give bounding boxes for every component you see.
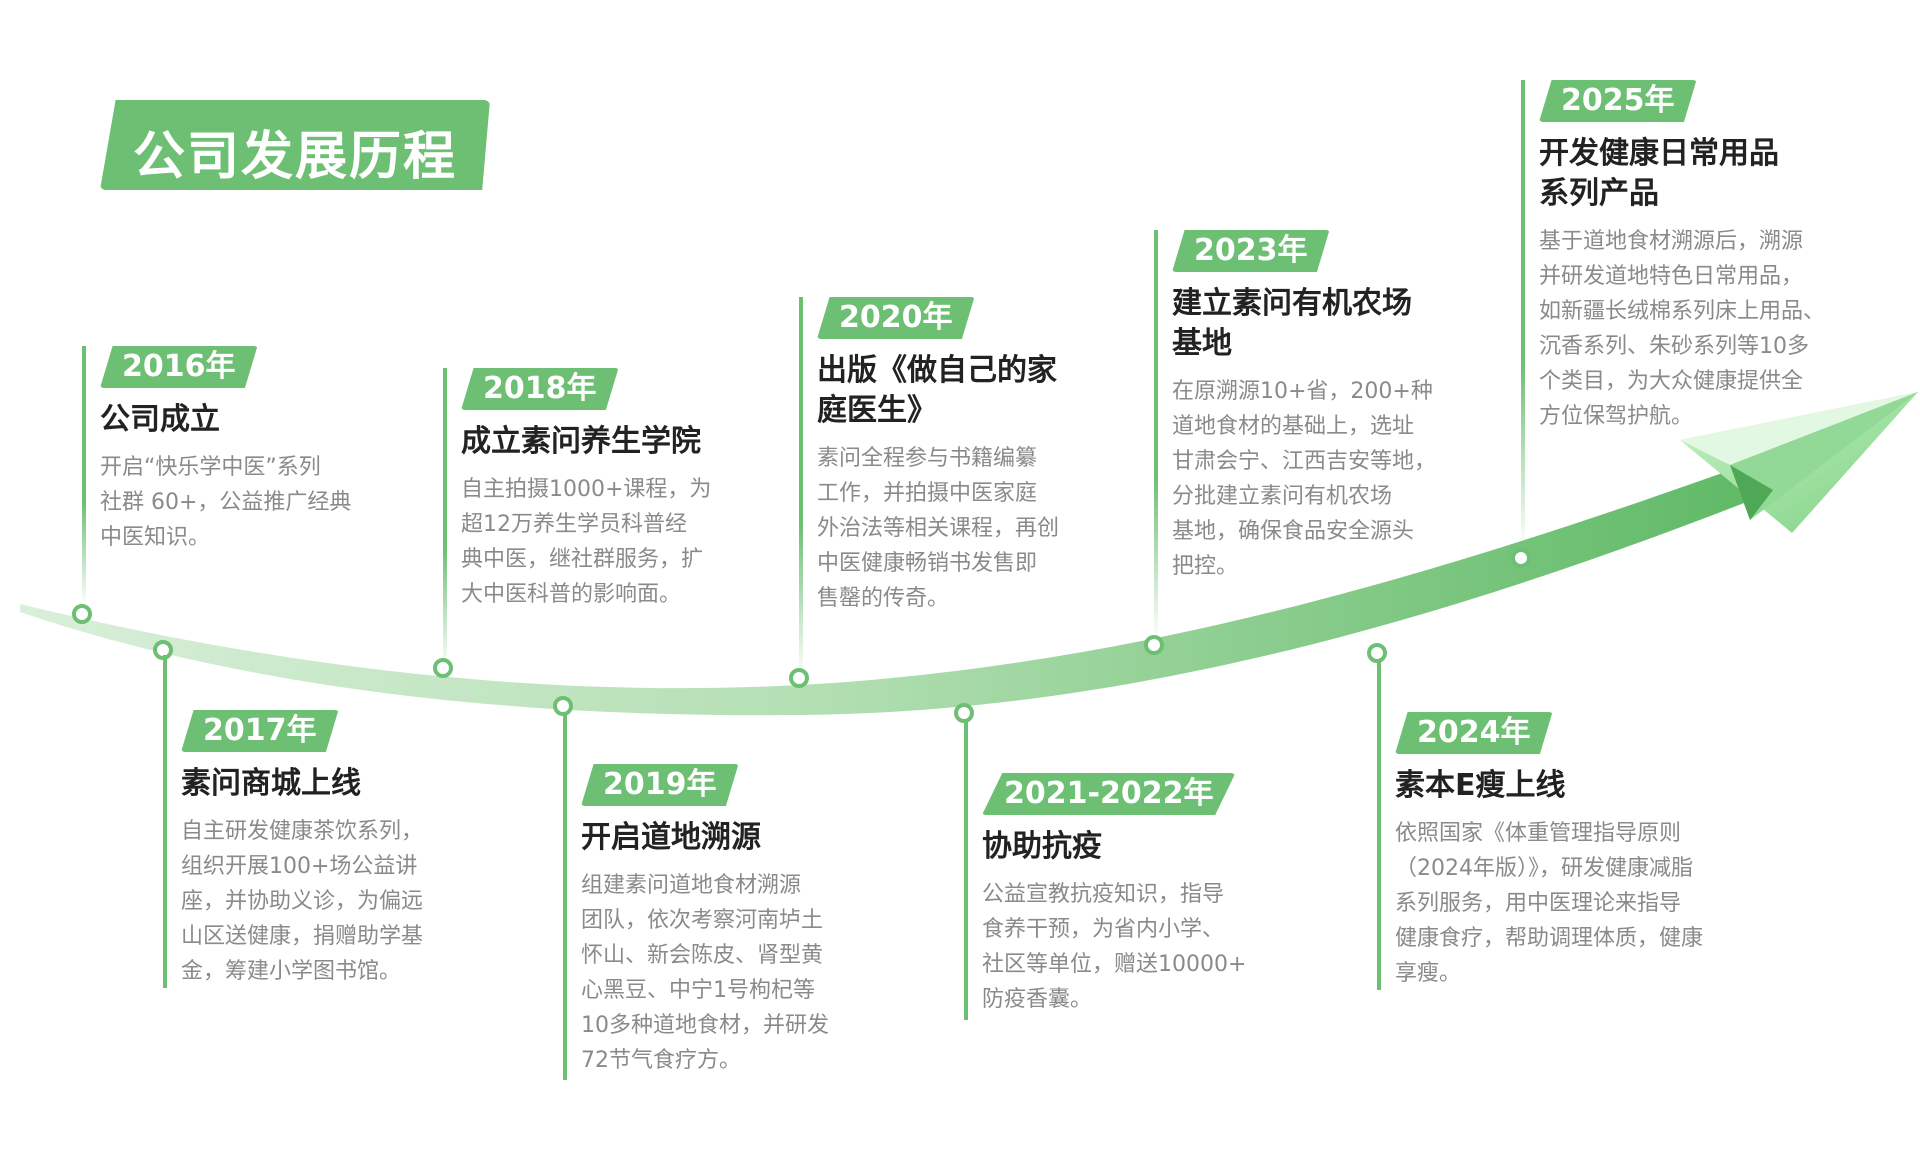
year-tag: 2017年	[181, 710, 339, 752]
milestone-title: 公司成立	[100, 402, 220, 437]
milestone-2024: 2024年 素本E瘦上线 依照国家《体重管理指导原则 （2024年版）》，研发健…	[1377, 660, 1703, 991]
milestone-title: 协助抗疫	[982, 829, 1102, 864]
milestone-description: 自主拍摄1000+课程，为 超12万养生学员科普经 典中医，继社群服务，扩 大中…	[461, 477, 712, 607]
paper-plane-icon	[1680, 392, 1918, 533]
milestone-description: 依照国家《体重管理指导原则 （2024年版）》，研发健康减脂 系列服务，用中医理…	[1395, 821, 1704, 986]
year-tag: 2025年	[1539, 80, 1697, 122]
milestone-description: 基于道地食材溯源后，溯源 并研发道地特色日常用品， 如新疆长绒棉系列床上用品、 …	[1539, 229, 1826, 429]
year-tag: 2016年	[100, 346, 258, 388]
year-tag: 2020年	[817, 297, 975, 339]
milestone-2016: 2016年 公司成立 开启“快乐学中医”系列 社群 60+，公益推广经典 中医知…	[82, 346, 352, 606]
timeline-dot-2016	[72, 604, 92, 624]
milestone-description: 开启“快乐学中医”系列 社群 60+，公益推广经典 中医知识。	[100, 455, 352, 550]
timeline-dot-2025	[1511, 548, 1531, 568]
page-title-banner: 公司发展历程	[100, 100, 490, 190]
milestone-description: 组建素问道地食材溯源 团队，依次考察河南垆土 怀山、新会陈皮、肾型黄 心黑豆、中…	[581, 873, 829, 1073]
milestone-title: 开启道地溯源	[581, 820, 761, 855]
milestone-description: 素问全程参与书籍编纂 工作，并拍摄中医家庭 外治法等相关课程，再创 中医健康畅销…	[817, 446, 1060, 611]
year-tag: 2018年	[461, 368, 619, 410]
milestone-description: 公益宣教抗疫知识，指导 食养干预，为省内小学、 社区等单位，赠送10000+ 防…	[982, 882, 1247, 1012]
milestone-2021-2022: 2021-2022年 协助抗疫 公益宣教抗疫知识，指导 食养干预，为省内小学、 …	[964, 720, 1247, 1020]
milestone-title: 建立素问有机农场 基地	[1172, 286, 1412, 361]
timeline-dot-2021-2022	[954, 703, 974, 723]
milestone-2023: 2023年 建立素问有机农场 基地 在原溯源10+省，200+种 道地食材的基础…	[1154, 230, 1437, 640]
milestone-title: 素本E瘦上线	[1395, 768, 1566, 803]
timeline-ribbon	[20, 456, 1790, 716]
milestone-2020: 2020年 出版《做自己的家 庭医生》 素问全程参与书籍编纂 工作，并拍摄中医家…	[799, 297, 1060, 677]
milestone-2018: 2018年 成立素问养生学院 自主拍摄1000+课程，为 超12万养生学员科普经…	[443, 368, 712, 668]
year-tag: 2021-2022年	[982, 773, 1236, 815]
milestone-description: 在原溯源10+省，200+种 道地食材的基础上，选址 甘肃会宁、江西吉安等地， …	[1172, 379, 1437, 579]
timeline-dot-2024	[1367, 643, 1387, 663]
year-tag: 2023年	[1172, 230, 1330, 272]
milestone-2025: 2025年 开发健康日常用品 系列产品 基于道地食材溯源后，溯源 并研发道地特色…	[1521, 80, 1826, 550]
page-title: 公司发展历程	[132, 127, 457, 187]
milestone-title: 素问商城上线	[181, 766, 361, 801]
year-tag: 2024年	[1395, 712, 1553, 754]
milestone-title: 成立素问养生学院	[461, 424, 701, 459]
milestone-2017: 2017年 素问商城上线 自主研发健康茶饮系列， 组织开展100+场公益讲 座，…	[163, 655, 423, 989]
milestone-description: 自主研发健康茶饮系列， 组织开展100+场公益讲 座，并协助义诊，为偏远 山区送…	[181, 819, 424, 984]
year-tag: 2019年	[581, 764, 739, 806]
milestone-2019: 2019年 开启道地溯源 组建素问道地食材溯源 团队，依次考察河南垆土 怀山、新…	[563, 712, 829, 1080]
milestone-title: 出版《做自己的家 庭医生》	[817, 353, 1057, 428]
milestone-title: 开发健康日常用品 系列产品	[1539, 136, 1779, 211]
